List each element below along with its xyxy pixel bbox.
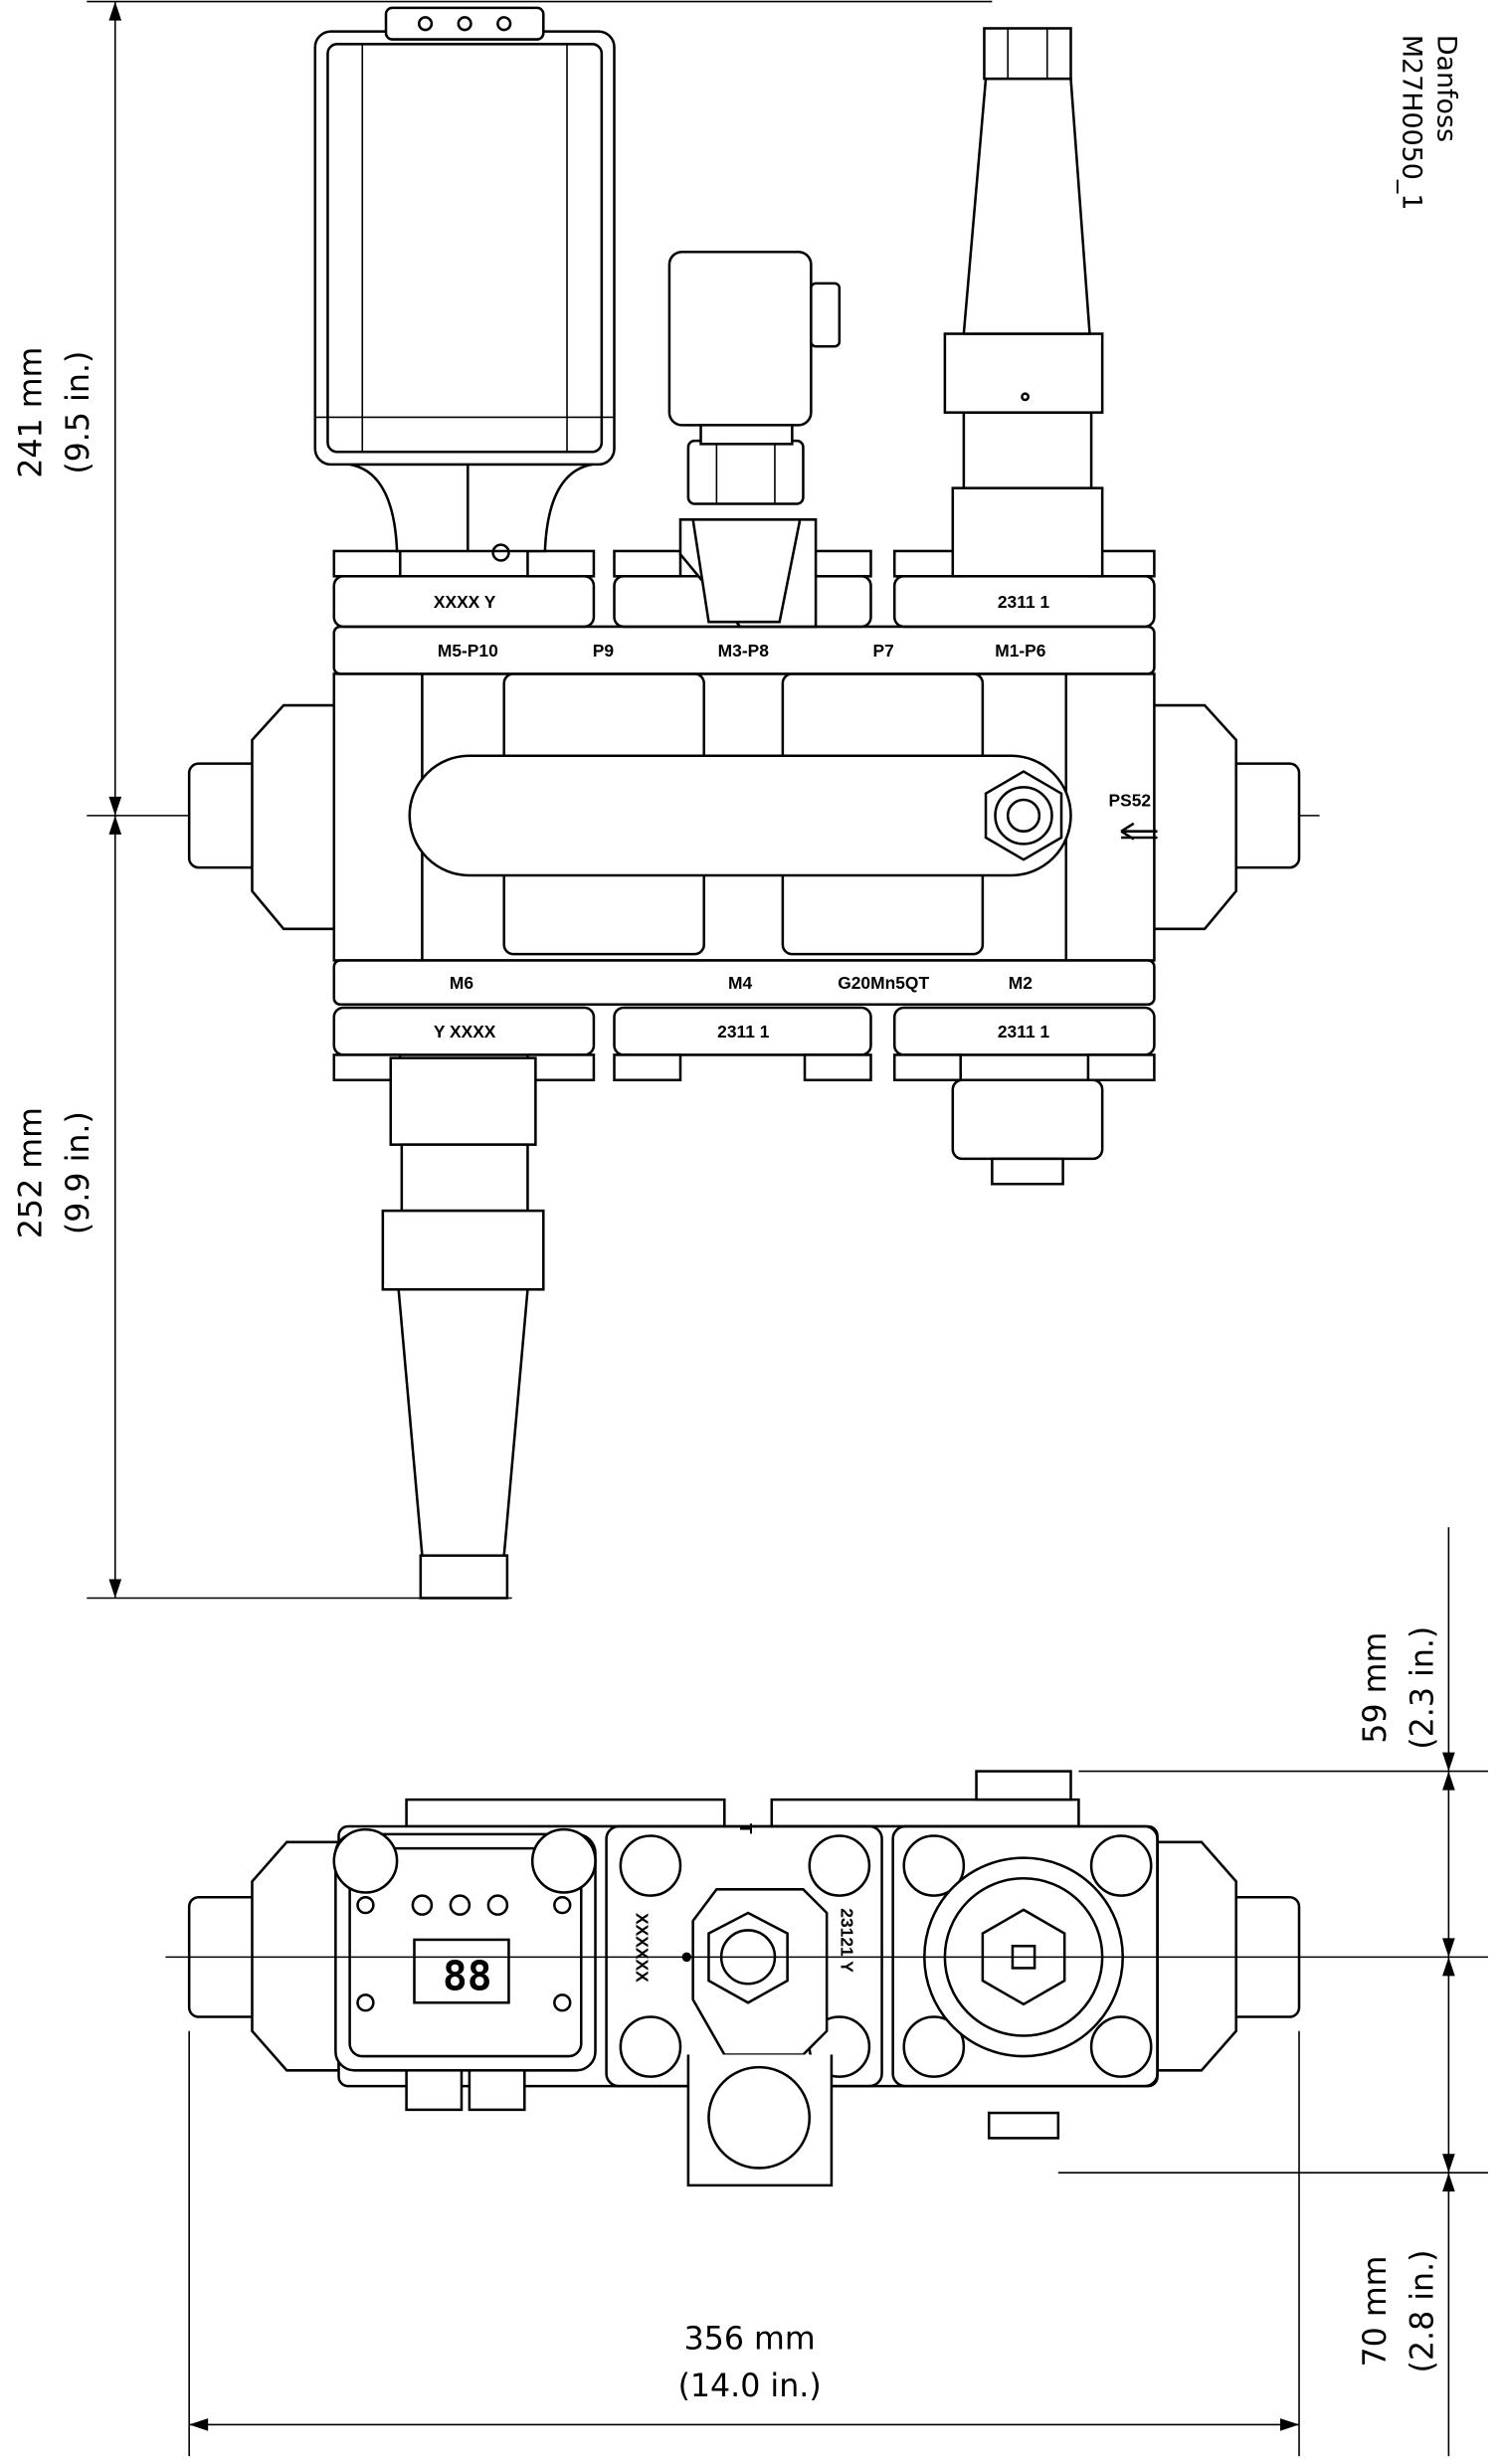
port-label: M3-P8 — [718, 641, 770, 661]
solenoid-valve — [667, 250, 842, 629]
gauge-port-nut-icon — [984, 770, 1063, 861]
material-label: G20Mn5QT — [838, 973, 929, 993]
marking-serial: XXXXXX — [633, 1913, 653, 1983]
dim-top-height: 241 mm (9.5 in.) — [13, 347, 95, 478]
stop-valve-bottom — [381, 1056, 545, 1600]
top-view-dimension-lines — [188, 1527, 1488, 2457]
svg-text:356 mm: 356 mm — [684, 2321, 816, 2357]
watermark-code: M27H0050_1 — [1396, 35, 1426, 211]
dim-bottom-offset: 70 mm (2.8 in.) — [1358, 2249, 1440, 2372]
stop-valve-top — [943, 27, 1104, 578]
svg-text:59 mm: 59 mm — [1358, 1632, 1394, 1744]
watermark-brand: Danfoss — [1430, 35, 1461, 142]
motor-actuator — [313, 6, 616, 562]
flange-marking: Y XXXX — [434, 1022, 496, 1042]
top-view: 88 T XXXXXX 23121 Y — [165, 1770, 1488, 2187]
marking-code: 23121 Y — [837, 1908, 856, 1973]
dim-bottom-height: 252 mm (9.9 in.) — [13, 1107, 95, 1238]
port-label: P7 — [873, 641, 894, 661]
svg-text:241 mm: 241 mm — [13, 347, 49, 478]
svg-text:(2.8 in.): (2.8 in.) — [1406, 2249, 1441, 2372]
marking-t: T — [736, 1823, 756, 1834]
flange-marking: 2311 1 — [998, 1022, 1050, 1042]
flange-marking: 2311 1 — [998, 592, 1050, 612]
dim-width: 356 mm (14.0 in.) — [678, 2321, 822, 2403]
front-view: PS52 M5-P10 P9 M3-P8 P7 M1-P6 XXXX Y 231… — [187, 6, 1301, 1600]
svg-text:(9.5 in.): (9.5 in.) — [61, 351, 96, 474]
port-label: M6 — [450, 973, 473, 993]
svg-text:70 mm: 70 mm — [1358, 2255, 1394, 2367]
svg-text:(14.0 in.): (14.0 in.) — [678, 2369, 822, 2404]
port-label: M1-P6 — [995, 641, 1046, 661]
dim-top-offset: 59 mm (2.3 in.) — [1358, 1626, 1440, 1750]
svg-text:252 mm: 252 mm — [13, 1107, 49, 1238]
controller-display: 88 — [443, 1953, 492, 2000]
svg-text:(9.9 in.): (9.9 in.) — [61, 1111, 96, 1234]
flange-marking: XXXX Y — [434, 592, 496, 612]
port-label: M5-P10 — [438, 641, 498, 661]
flange-marking: 2311 1 — [717, 1022, 770, 1042]
port-label: P9 — [593, 641, 615, 661]
svg-text:(2.3 in.): (2.3 in.) — [1406, 1626, 1441, 1750]
port-label: M4 — [728, 973, 752, 993]
port-label: M2 — [1009, 973, 1033, 993]
gauge-port-label: PS52 — [1108, 790, 1151, 810]
flow-arrow-icon — [1120, 822, 1158, 841]
watermark: Danfoss M27H0050_1 — [1396, 35, 1461, 211]
controller-display-box: 88 — [334, 1832, 597, 2112]
